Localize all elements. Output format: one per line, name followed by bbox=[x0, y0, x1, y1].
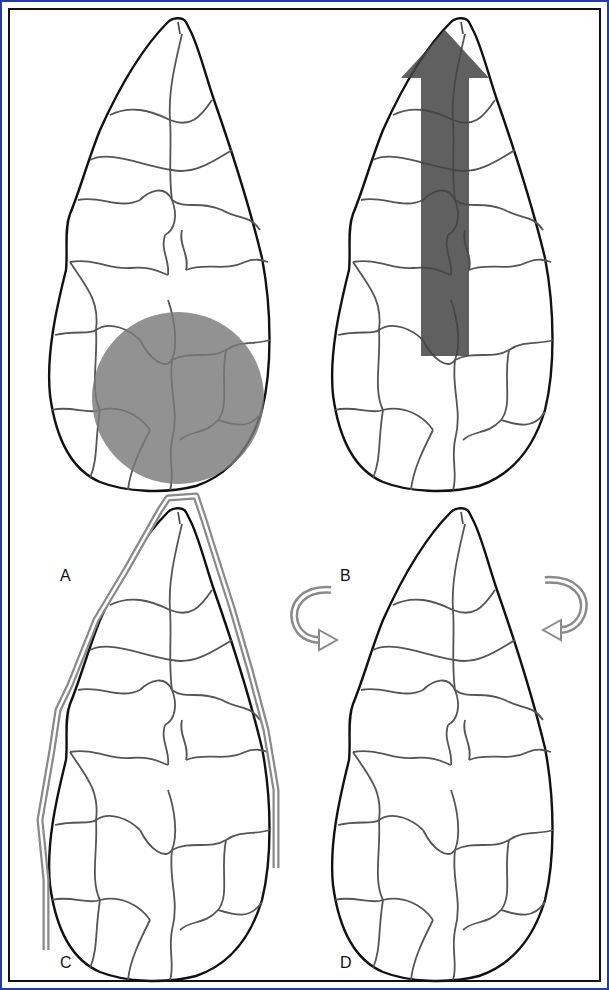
handaxe-drawing bbox=[332, 18, 553, 491]
panel-letter: B bbox=[340, 568, 351, 584]
panel-letter: D bbox=[340, 955, 352, 971]
panel-letter: A bbox=[60, 568, 71, 584]
handaxe-drawing bbox=[332, 508, 553, 981]
direction-arrow bbox=[401, 30, 489, 356]
rotation-arrow bbox=[294, 590, 337, 650]
grip-area bbox=[92, 312, 264, 484]
panel-letter: C bbox=[60, 955, 72, 971]
handaxe-drawing bbox=[49, 18, 270, 491]
handaxe-drawing bbox=[49, 508, 270, 981]
rotation-arrow bbox=[543, 580, 584, 640]
edge-outline bbox=[40, 496, 276, 950]
